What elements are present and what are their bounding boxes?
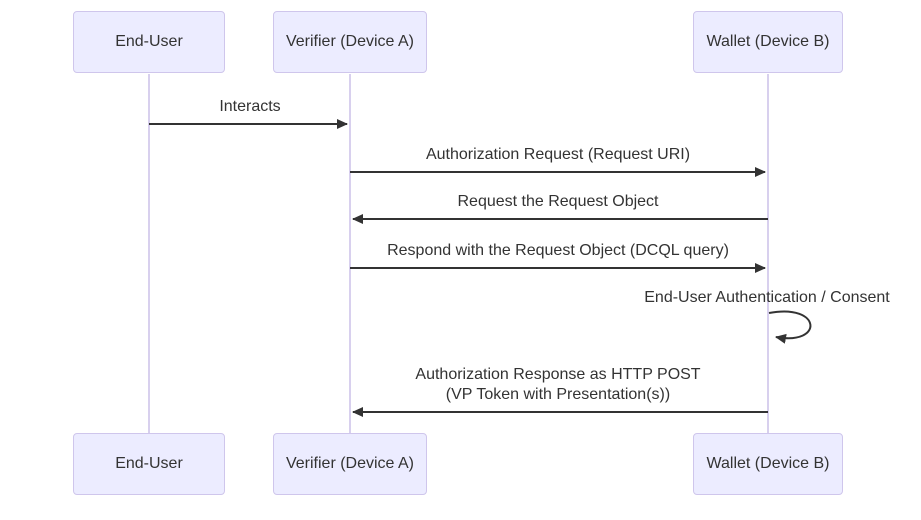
actor-label: End-User [115, 455, 183, 472]
actor-top-wallet: Wallet (Device B) [693, 11, 843, 73]
actor-label: End-User [115, 33, 183, 50]
actor-bottom-wallet: Wallet (Device B) [693, 433, 843, 495]
actor-top-verifier: Verifier (Device A) [273, 11, 427, 73]
actor-label: Wallet (Device B) [706, 455, 830, 472]
actor-bottom-verifier: Verifier (Device A) [273, 433, 427, 495]
actor-label: Wallet (Device B) [706, 33, 830, 50]
message-label-authorization-response: Authorization Response as HTTP POST (VP … [415, 365, 700, 405]
message-label-authorization-request: Authorization Request (Request URI) [425, 146, 691, 163]
message-label-respond-with-request-object: Respond with the Request Object (DCQL qu… [387, 242, 729, 259]
actor-label: Verifier (Device A) [285, 455, 415, 472]
message-label-line2: (VP Token with Presentation(s)) [445, 386, 671, 403]
message-label-line1: Authorization Response as HTTP POST [415, 366, 701, 383]
message-label-request-the-request-object: Request the Request Object [457, 193, 659, 210]
actor-top-end-user: End-User [73, 11, 225, 73]
arrow-self-loop-authentication [768, 310, 812, 344]
actor-bottom-end-user: End-User [73, 433, 225, 495]
message-label-interacts: Interacts [219, 98, 281, 115]
actor-label: Verifier (Device A) [285, 33, 415, 50]
message-label-end-user-authentication: End-User Authentication / Consent [644, 289, 890, 306]
